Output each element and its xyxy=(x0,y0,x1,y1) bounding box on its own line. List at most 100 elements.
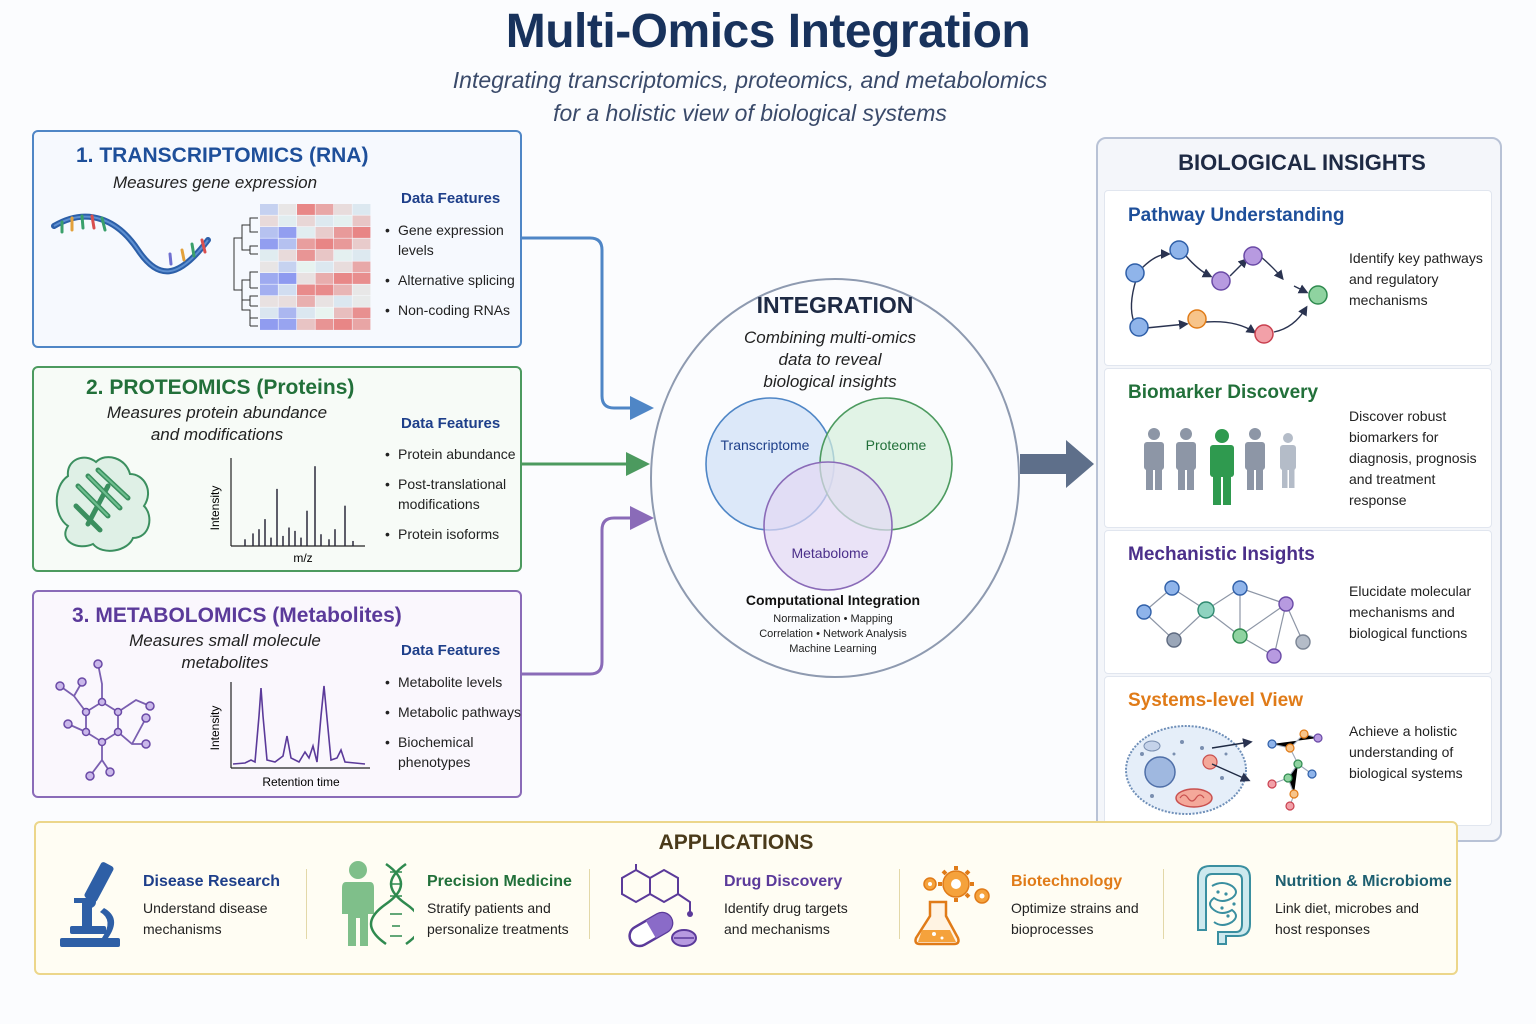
heatmap-cell xyxy=(260,284,278,296)
insight-text-line: mechanisms and xyxy=(1349,604,1455,620)
integration-desc-line: Combining multi-omics xyxy=(744,328,916,347)
heatmap-cell xyxy=(278,227,297,238)
heatmap-cell xyxy=(352,273,371,284)
proteome-label: Proteome xyxy=(866,437,927,453)
feature-item: Non-coding RNAs xyxy=(385,300,533,320)
protein-structure-icon xyxy=(55,456,151,552)
heatmap-cell xyxy=(297,238,315,250)
heatmap-cell xyxy=(334,296,352,307)
integration-method-line: Machine Learning xyxy=(789,643,877,655)
application-text: Identify drug targets and mechanisms xyxy=(724,898,848,940)
subtitle-line-1: Integrating transcriptomics, proteomics,… xyxy=(452,67,1048,93)
proteomics-features-title: Data Features xyxy=(401,415,501,432)
mass-spectrum-chart: Intensity m/z xyxy=(208,458,365,565)
heatmap-cell xyxy=(334,319,352,330)
transcriptomics-heading: 1. TRANSCRIPTOMICS (RNA) xyxy=(76,144,369,167)
application-text: Link diet, microbes and host responses xyxy=(1275,898,1419,940)
applications-title: APPLICATIONS xyxy=(658,831,814,854)
rna-arrow xyxy=(522,236,654,420)
cell-systems-icon xyxy=(1125,725,1323,815)
feature-item: Post-translational modifications xyxy=(385,474,533,514)
heatmap-cell xyxy=(352,261,371,273)
heatmap-cell xyxy=(315,273,334,284)
integration-desc: Combining multi-omics data to reveal bio… xyxy=(648,327,1012,393)
application-title: Disease Research xyxy=(143,873,280,890)
heatmap-cell xyxy=(260,319,278,330)
proteomics-desc-line-1: Measures protein abundance xyxy=(106,403,328,422)
insight-card-pathway xyxy=(1104,190,1492,366)
insight-text-line: and regulatory xyxy=(1349,271,1439,287)
insights-title: BIOLOGICAL INSIGHTS xyxy=(1178,150,1426,175)
proteomics-heading: 2. PROTEOMICS (Proteins) xyxy=(86,376,355,399)
feature-item: Biochemical phenotypes xyxy=(385,732,538,772)
application-text-line: bioprocesses xyxy=(1011,921,1094,937)
ms-xlabel: m/z xyxy=(293,551,312,565)
heatmap-cell xyxy=(278,296,297,307)
heatmap-cell xyxy=(260,204,278,215)
people-biomarker-icon xyxy=(1144,428,1296,505)
heatmap-cell xyxy=(278,204,297,215)
integration-desc-line: biological insights xyxy=(763,372,897,391)
insight-text-line: Discover robust xyxy=(1349,408,1447,424)
insight-text-line: biological systems xyxy=(1349,765,1463,781)
heatmap-cell xyxy=(260,296,278,307)
heatmap-cell xyxy=(315,284,334,296)
heatmap-cell xyxy=(352,250,371,261)
feature-item: Metabolic pathways xyxy=(385,702,538,722)
intestine-icon xyxy=(1197,865,1251,945)
insight-card-text: Identify key pathways and regulatory mec… xyxy=(1349,248,1483,311)
heatmap-cell xyxy=(315,215,334,227)
application-text-line: and mechanisms xyxy=(724,921,830,937)
rna-helix-heatmap-illustration xyxy=(51,204,371,330)
insight-text-line: biological functions xyxy=(1349,625,1468,641)
insight-card-title: Biomarker Discovery xyxy=(1128,382,1319,403)
application-title: Biotechnology xyxy=(1011,873,1123,890)
metabolome-circle xyxy=(763,461,893,591)
expression-heatmap xyxy=(260,204,371,330)
insight-card-mechanistic xyxy=(1104,530,1492,674)
heatmap-cell xyxy=(297,215,315,227)
metabolomics-features-title: Data Features xyxy=(401,642,501,659)
heatmap-cell xyxy=(297,307,315,319)
heatmap-cell xyxy=(334,204,352,215)
metabolome-label: Metabolome xyxy=(791,545,868,561)
heatmap-cell xyxy=(352,215,371,227)
proteomics-desc-line-2: and modifications xyxy=(150,425,284,444)
insight-text-line: biomarkers for xyxy=(1349,429,1439,445)
proteomics-features-list: Protein abundance Post-translational mod… xyxy=(385,444,533,554)
transcriptome-label: Transcriptome xyxy=(721,437,810,453)
heatmap-cell xyxy=(334,215,352,227)
page-title: Multi-Omics Integration xyxy=(505,5,1031,58)
feature-item: Metabolite levels xyxy=(385,672,538,692)
insight-text-line: mechanisms xyxy=(1349,292,1428,308)
heatmap-cell xyxy=(278,284,297,296)
heatmap-cell xyxy=(278,250,297,261)
application-text-line: Link diet, microbes and xyxy=(1275,900,1419,916)
applications-panel xyxy=(34,821,1458,975)
chromatogram-chart: Intensity Retention time xyxy=(208,682,370,789)
metabolomics-desc-line-2: metabolites xyxy=(181,653,269,672)
integration-method-line: Normalization • Mapping xyxy=(773,613,893,625)
application-title: Precision Medicine xyxy=(427,873,572,890)
transcriptomics-features-list: Gene expression levels Alternative splic… xyxy=(385,220,533,330)
application-text-line: Identify drug targets xyxy=(724,900,848,916)
insight-card-title: Systems-level View xyxy=(1128,690,1303,711)
transcriptomics-desc: Measures gene expression xyxy=(112,173,318,192)
heatmap-cell xyxy=(352,319,371,330)
heatmap-cell xyxy=(260,215,278,227)
heatmap-cell xyxy=(260,307,278,319)
integration-diagram: Transcriptome Proteome Metabolome xyxy=(650,278,1020,678)
heatmap-cell xyxy=(315,250,334,261)
heatmap-cell xyxy=(315,204,334,215)
divider xyxy=(306,869,307,939)
heatmap-cell xyxy=(260,250,278,261)
page-subtitle: Integrating transcriptomics, proteomics,… xyxy=(0,64,1500,130)
heatmap-cell xyxy=(352,227,371,238)
feature-item: Alternative splicing xyxy=(385,270,533,290)
heatmap-cell xyxy=(352,238,371,250)
insight-text-line: Elucidate molecular xyxy=(1349,583,1472,599)
insight-text-line: Identify key pathways xyxy=(1349,250,1483,266)
application-title: Nutrition & Microbiome xyxy=(1275,873,1452,890)
metabolomics-desc-line-1: Measures small molecule xyxy=(129,631,321,650)
heatmap-cell xyxy=(297,284,315,296)
